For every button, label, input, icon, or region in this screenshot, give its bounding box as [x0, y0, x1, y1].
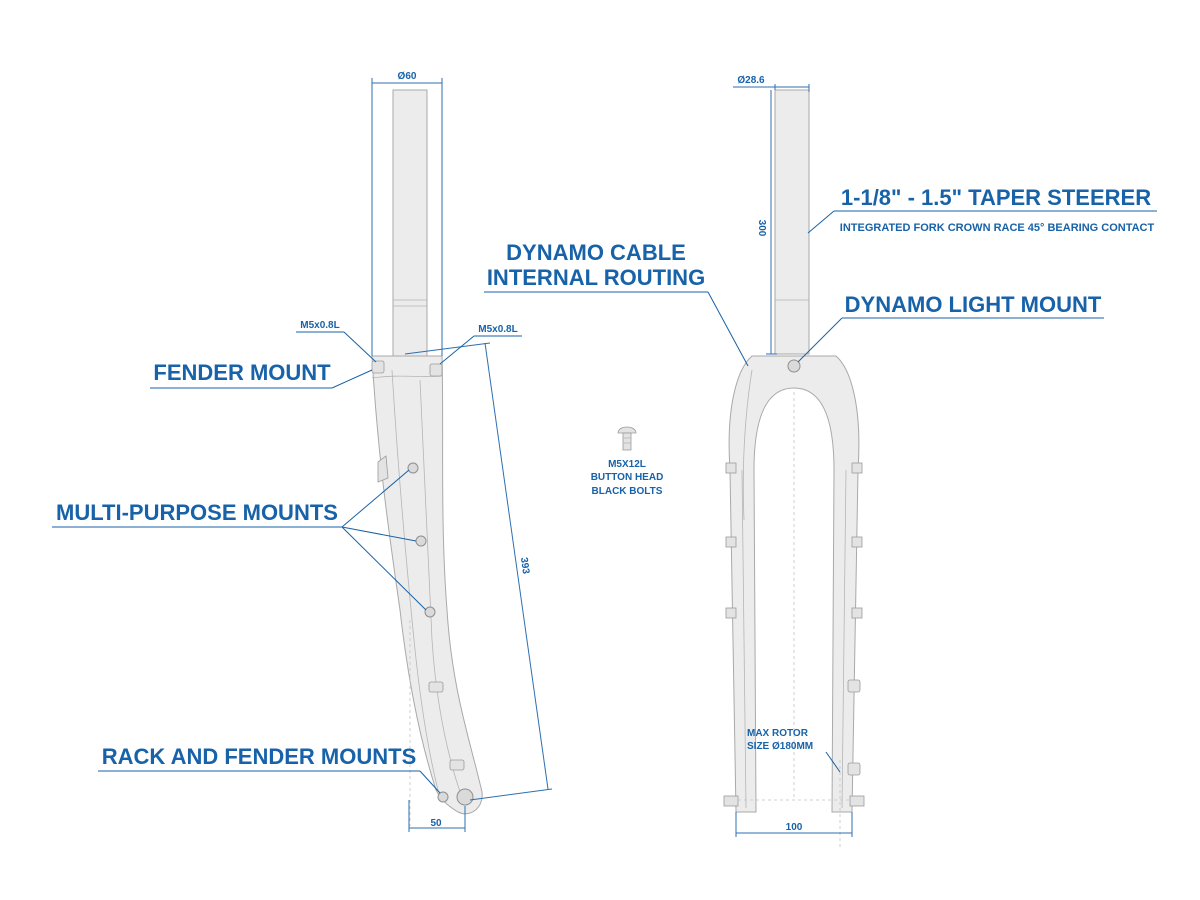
front-steerer-diameter-label: Ø28.6	[737, 75, 765, 86]
bolt-note-line3: BLACK BOLTS	[592, 486, 663, 497]
side-view-callouts: FENDER MOUNT MULTI-PURPOSE MOUNTS RACK A…	[52, 360, 441, 794]
bolt-note-line2: BUTTON HEAD	[591, 472, 664, 483]
rack-and-fender-mounts-callout: RACK AND FENDER MOUNTS	[102, 744, 417, 769]
side-steerer-diameter-label: Ø60	[398, 71, 417, 82]
button-head-bolt: M5X12L BUTTON HEAD BLACK BOLTS	[591, 426, 664, 497]
front-view-dimensions: Ø28.6 300 100 MAX ROTOR SIZE Ø180MM	[733, 75, 853, 837]
rack-boss-1	[428, 681, 444, 693]
front-fork-legs	[728, 355, 860, 813]
rack-boss-2	[449, 759, 465, 771]
side-view-dimensions: Ø60 393 50 M5x0.8L M5x0.8L	[296, 71, 553, 832]
crown-fender-boss-right	[429, 363, 443, 377]
dynamo-cable-callout-line2: INTERNAL ROUTING	[487, 265, 705, 290]
crown-fender-boss-left	[371, 360, 385, 374]
axle-spacing-label: 100	[786, 822, 803, 833]
rotor-note-line2: SIZE Ø180MM	[747, 741, 813, 752]
taper-steerer-note: INTEGRATED FORK CROWN RACE 45° BEARING C…	[840, 222, 1155, 234]
front-steerer-tube	[774, 89, 810, 355]
fork-front-view	[723, 89, 865, 850]
fender-mount-callout: FENDER MOUNT	[153, 360, 331, 385]
multi-purpose-mounts-callout: MULTI-PURPOSE MOUNTS	[56, 500, 338, 525]
multi-purpose-mount-hole-2	[415, 535, 427, 547]
multi-purpose-mount-hole-3	[424, 606, 436, 618]
dynamo-cable-callout-line1: DYNAMO CABLE	[506, 240, 686, 265]
taper-steerer-callout: 1-1/8" - 1.5" TAPER STEERER	[841, 185, 1151, 210]
side-steerer-tube	[392, 89, 428, 357]
fork-side-view	[371, 89, 483, 826]
side-fork-blade	[371, 355, 483, 815]
steerer-length-label: 300	[756, 220, 767, 237]
thread-label-right: M5x0.8L	[478, 324, 517, 335]
dynamo-light-mount-hole	[787, 359, 801, 373]
bolt-note-line1: M5X12L	[608, 459, 646, 470]
dynamo-light-mount-callout: DYNAMO LIGHT MOUNT	[845, 292, 1102, 317]
dropout-axle-hole	[456, 788, 474, 806]
dropout-eyelet	[437, 791, 449, 803]
multi-purpose-mount-hole-1	[407, 462, 419, 474]
offset-label: 50	[430, 818, 442, 829]
front-view-callouts: 1-1/8" - 1.5" TAPER STEERER INTEGRATED F…	[484, 185, 1157, 367]
rotor-note-line1: MAX ROTOR	[747, 728, 809, 739]
bolt-icon	[617, 426, 637, 434]
thread-label-left: M5x0.8L	[300, 320, 339, 331]
axle-to-crown-label: 393	[518, 557, 531, 575]
cable-clip	[377, 455, 389, 483]
